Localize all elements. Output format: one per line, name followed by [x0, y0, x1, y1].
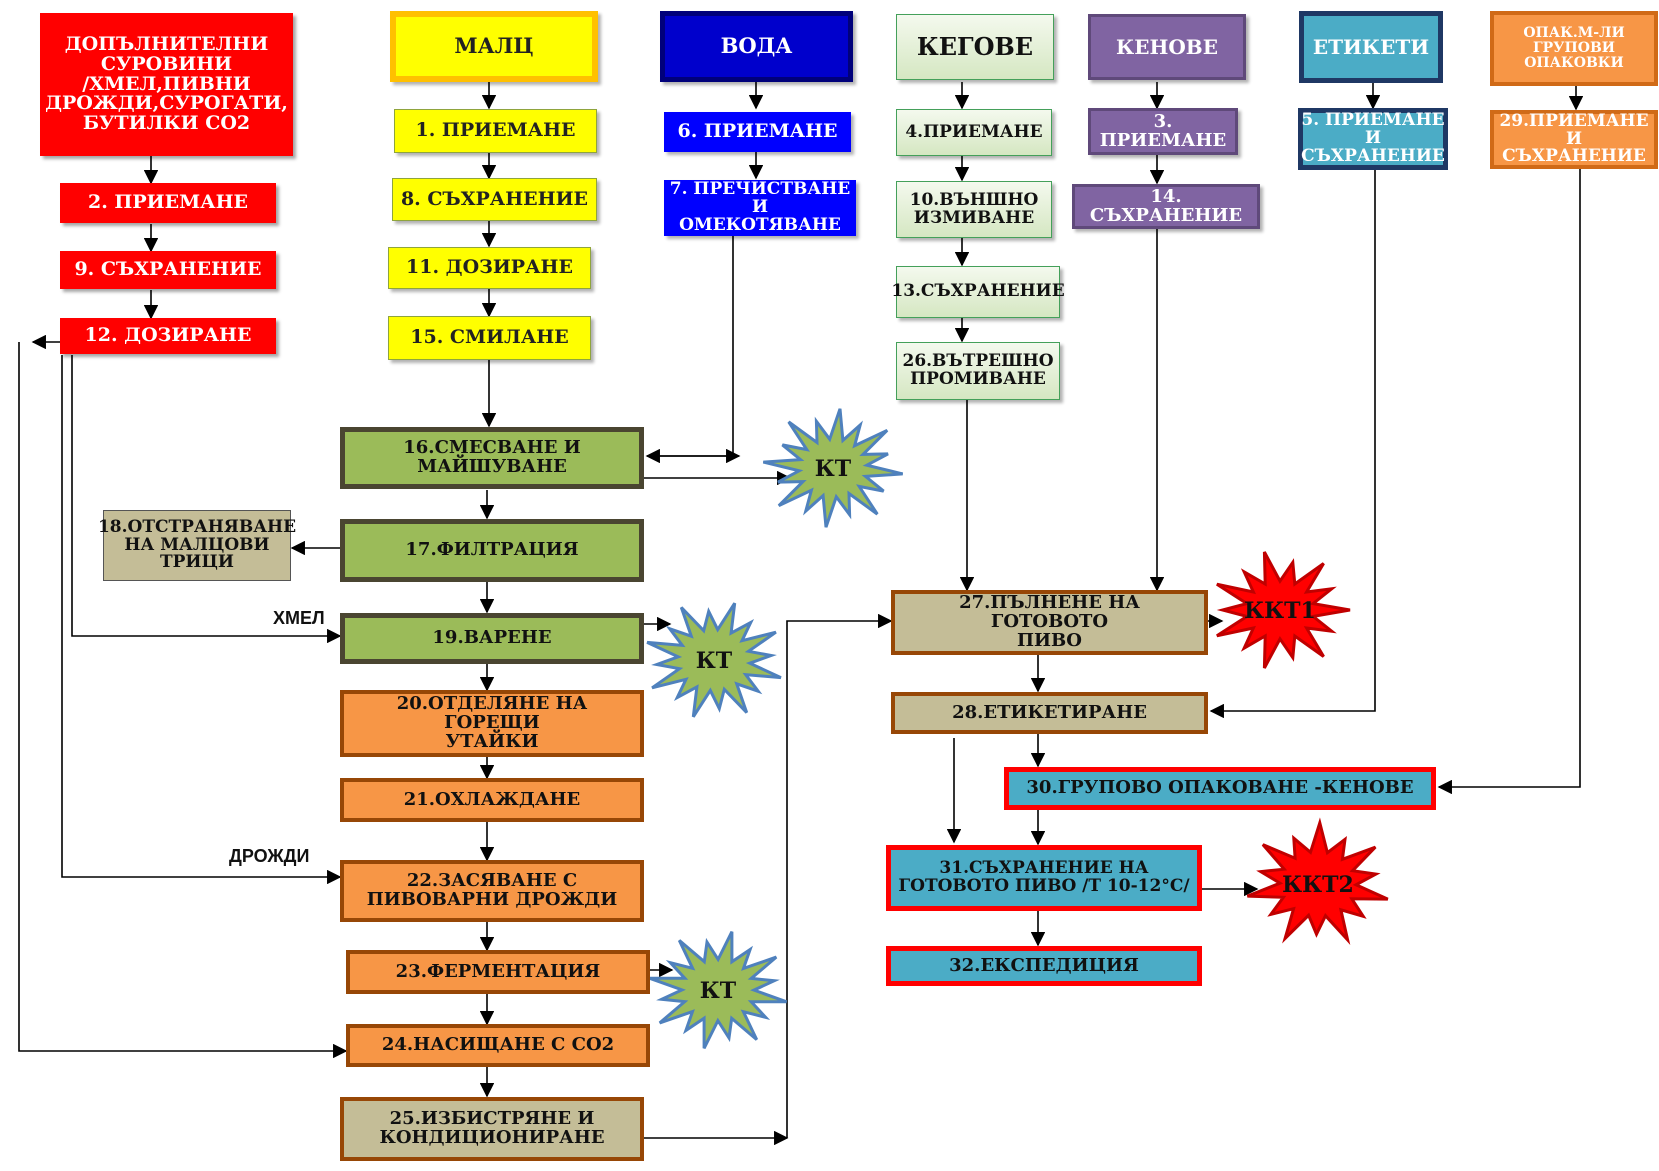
step-14: 14. СЪХРАНЕНИЕ	[1072, 184, 1260, 229]
step-22: 22.ЗАСЯВАНЕ С ПИВОВАРНИ ДРОЖДИ	[340, 860, 644, 922]
step-28-label: 28.ЕТИКЕТИРАНЕ	[952, 701, 1147, 723]
step-20: 20.ОТДЕЛЯНЕ НА ГОРЕЩИ УТАЙКИ	[340, 690, 644, 757]
step-23-label: 23.ФЕРМЕНТАЦИЯ	[395, 960, 601, 982]
step-6: 6. ПРИЕМАНЕ	[664, 112, 851, 152]
water-header-text: ВОДА	[720, 33, 793, 59]
step-12-label: 12. ДОЗИРАНЕ	[84, 324, 252, 347]
arrow-yeast-to-22	[61, 355, 342, 885]
step-19: 19.ВАРЕНЕ	[340, 613, 644, 664]
cans-header: КЕНОВЕ	[1088, 14, 1246, 80]
step-10: 10.ВЪНШНО ИЗМИВАНЕ	[896, 181, 1052, 238]
kt-burst-mashing	[762, 408, 904, 528]
kt-burst-boiling	[646, 602, 782, 718]
step-22-label: 22.ЗАСЯВАНЕ С ПИВОВАРНИ ДРОЖДИ	[366, 870, 618, 910]
packaging-header-text: ОПАК.М-ЛИ ГРУПОВИ ОПАКОВКИ	[1523, 25, 1625, 71]
hops-label: ХМЕЛ	[273, 608, 325, 628]
step-6-label: 6. ПРИЕМАНЕ	[677, 120, 838, 143]
step-2: 2. ПРИЕМАНЕ	[60, 183, 276, 223]
step-5: 5. ПРИЕМАНЕ И СЪХРАНЕНИЕ	[1298, 108, 1448, 170]
step-16: 16.СМЕСВАНЕ И МАЙШУВАНЕ	[340, 427, 644, 489]
step-14-label: 14. СЪХРАНЕНИЕ	[1089, 185, 1243, 226]
step-15: 15. СМИЛАНЕ	[388, 316, 591, 360]
cans-header-text: КЕНОВЕ	[1116, 34, 1218, 59]
step-1-label: 1. ПРИЕМАНЕ	[415, 119, 576, 142]
step-5-label: 5. ПРИЕМАНЕ И СЪХРАНЕНИЕ	[1301, 110, 1445, 166]
step-11: 11. ДОЗИРАНЕ	[388, 247, 591, 289]
step-16-label: 16.СМЕСВАНЕ И МАЙШУВАНЕ	[403, 437, 581, 477]
step-9: 9. СЪХРАНЕНИЕ	[60, 251, 276, 289]
step-27: 27.ПЪЛНЕНЕ НА ГОТОВОТО ПИВО	[891, 590, 1208, 655]
step-25-label: 25.ИЗБИСТРЯНЕ И КОНДИЦИОНИРАНЕ	[379, 1108, 605, 1148]
kt-burst-fermentation-label: КТ	[700, 978, 737, 1004]
supplements-header: ДОПЪЛНИТЕЛНИ СУРОВИНИ /ХМЕЛ,ПИВНИ ДРОЖДИ…	[40, 13, 293, 156]
step-3: 3. ПРИЕМАНЕ	[1088, 108, 1238, 155]
step-28: 28.ЕТИКЕТИРАНЕ	[891, 692, 1208, 734]
step-10-label: 10.ВЪНШНО ИЗМИВАНЕ	[909, 189, 1039, 228]
step-25: 25.ИЗБИСТРЯНЕ И КОНДИЦИОНИРАНЕ	[340, 1097, 644, 1161]
arrow-5-to-28	[1209, 169, 1376, 719]
kt-burst-mashing-label: КТ	[815, 456, 852, 482]
yeast-label: ДРОЖДИ	[229, 846, 310, 866]
step-2-label: 2. ПРИЕМАНЕ	[87, 191, 249, 214]
step-17-label: 17.ФИЛТРАЦИЯ	[405, 539, 579, 561]
step-24-label: 24.НАСИЩАНЕ С СО2	[381, 1034, 615, 1056]
step-15-label: 15. СМИЛАНЕ	[410, 326, 569, 349]
step-7-label: 7. ПРЕЧИСТВАНЕ И ОМЕКОТЯВАНЕ	[669, 179, 851, 235]
step-13-label: 13.СЪХРАНЕНИЕ	[891, 281, 1065, 302]
malt-header: МАЛЦ	[390, 11, 598, 82]
kt-burst-boiling-label: КТ	[696, 648, 733, 674]
labels-header-text: ЕТИКЕТИ	[1312, 34, 1430, 59]
supplements-header-text: ДОПЪЛНИТЕЛНИ СУРОВИНИ /ХМЕЛ,ПИВНИ ДРОЖДИ…	[45, 32, 288, 135]
step-32-label: 32.ЕКСПЕДИЦИЯ	[949, 954, 1139, 976]
arrow-hops-to-19	[71, 355, 342, 644]
step-1: 1. ПРИЕМАНЕ	[394, 109, 597, 153]
step-20-label: 20.ОТДЕЛЯНЕ НА ГОРЕЩИ УТАЙКИ	[396, 693, 588, 752]
step-32: 32.ЕКСПЕДИЦИЯ	[886, 946, 1202, 986]
step-27-label: 27.ПЪЛНЕНЕ НА ГОТОВОТО ПИВО	[959, 592, 1140, 651]
step-23: 23.ФЕРМЕНТАЦИЯ	[346, 950, 650, 994]
step-8-label: 8. СЪХРАНЕНИЕ	[400, 187, 589, 210]
step-3-label: 3. ПРИЕМАНЕ	[1099, 110, 1227, 151]
kkt2-burst-label: ККТ2	[1282, 872, 1354, 898]
step-21-label: 21.ОХЛАЖДАНЕ	[403, 788, 581, 810]
step-12: 12. ДОЗИРАНЕ	[60, 318, 276, 354]
step-30-label: 30.ГРУПОВО ОПАКОВАНЕ -КЕНОВЕ	[1026, 777, 1414, 799]
step-21: 21.ОХЛАЖДАНЕ	[340, 778, 644, 822]
step-29: 29.ПРИЕМАНЕ И СЪХРАНЕНИЕ	[1490, 110, 1658, 169]
step-4: 4.ПРИЕМАНЕ	[896, 109, 1052, 156]
arrow-29-to-30	[1437, 169, 1581, 795]
step-30: 30.ГРУПОВО ОПАКОВАНЕ -КЕНОВЕ	[1004, 767, 1436, 810]
step-8: 8. СЪХРАНЕНИЕ	[392, 178, 597, 221]
step-26: 26.ВЪТРЕШНО ПРОМИВАНЕ	[896, 342, 1060, 400]
step-19-label: 19.ВАРЕНЕ	[432, 627, 552, 649]
step-11-label: 11. ДОЗИРАНЕ	[406, 256, 573, 279]
step-31: 31.СЪХРАНЕНИЕ НА ГОТОВОТО ПИВО /Т 10-12°…	[886, 845, 1202, 911]
water-header: ВОДА	[660, 11, 853, 82]
kegs-header-text: КЕГОВЕ	[916, 32, 1034, 62]
step-31-label: 31.СЪХРАНЕНИЕ НА ГОТОВОТО ПИВО /Т 10-12°…	[898, 858, 1190, 896]
arrow-co2-to-24	[18, 342, 348, 1059]
step-17: 17.ФИЛТРАЦИЯ	[340, 519, 644, 582]
step-4-label: 4.ПРИЕМАНЕ	[905, 121, 1043, 142]
step-13: 13.СЪХРАНЕНИЕ	[891, 266, 1065, 318]
kkt1-burst-label: ККТ1	[1244, 598, 1316, 624]
step-26-label: 26.ВЪТРЕШНО ПРОМИВАНЕ	[902, 351, 1054, 389]
arrow-7-to-16	[645, 236, 734, 464]
step-29-label: 29.ПРИЕМАНЕ И СЪХРАНЕНИЕ	[1499, 110, 1649, 167]
kegs-header: КЕГОВЕ	[896, 14, 1054, 80]
packaging-header: ОПАК.М-ЛИ ГРУПОВИ ОПАКОВКИ	[1490, 11, 1658, 86]
labels-header: ЕТИКЕТИ	[1299, 11, 1443, 83]
step-18: 18.ОТСТРАНЯВАНЕ НА МАЛЦОВИ ТРИЦИ	[98, 510, 296, 581]
arrow-to-27	[786, 613, 893, 1138]
step-7: 7. ПРЕЧИСТВАНЕ И ОМЕКОТЯВАНЕ	[664, 180, 856, 236]
malt-header-text: МАЛЦ	[454, 33, 534, 59]
kkt1-burst	[1216, 551, 1351, 669]
step-9-label: 9. СЪХРАНЕНИЕ	[74, 258, 262, 281]
kkt2-burst	[1246, 817, 1389, 945]
step-18-label: 18.ОТСТРАНЯВАНЕ НА МАЛЦОВИ ТРИЦИ	[97, 516, 297, 573]
step-24: 24.НАСИЩАНЕ С СО2	[346, 1024, 650, 1067]
